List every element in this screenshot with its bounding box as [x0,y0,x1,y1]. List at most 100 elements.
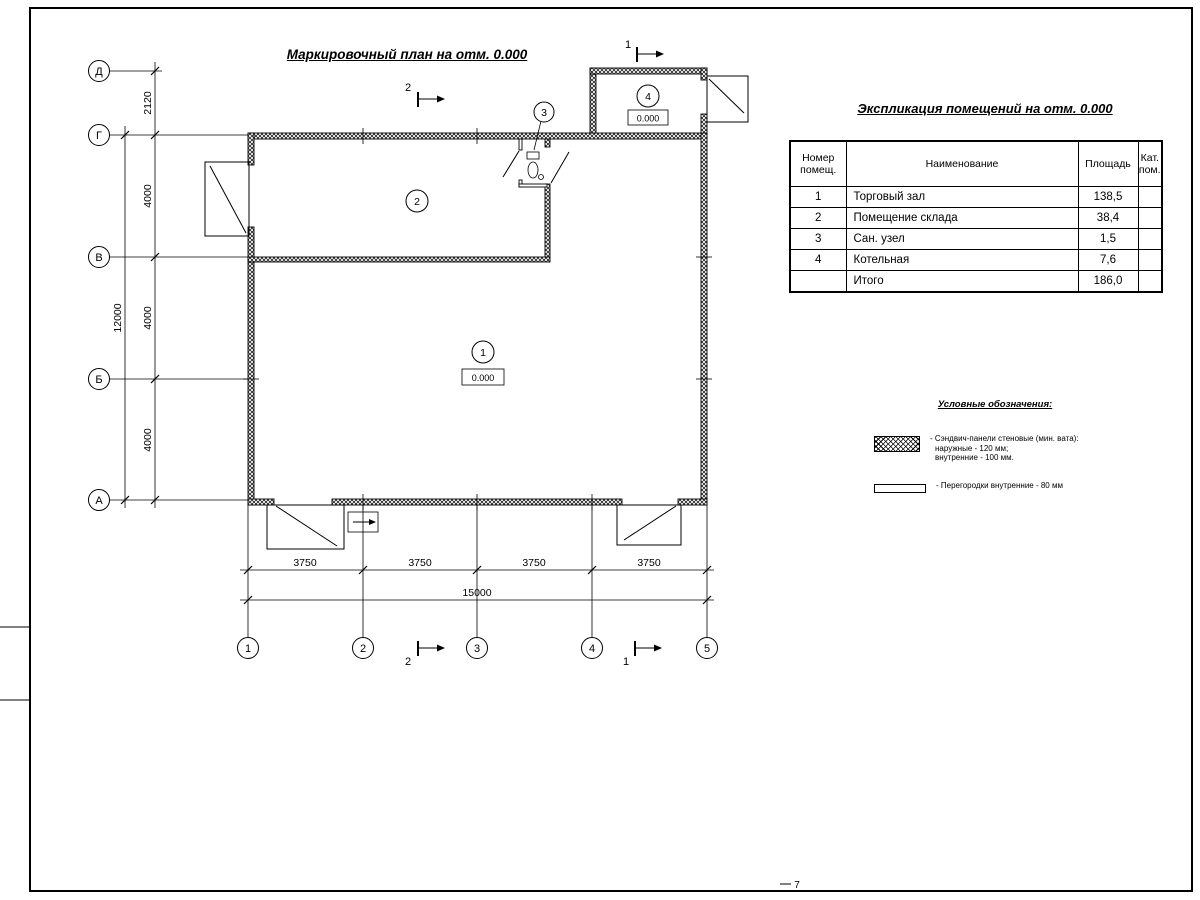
dim-4000-a: 4000 [142,184,154,208]
cell-category [1137,249,1163,271]
axis-label-v: В [95,252,102,264]
sink-fixture [538,174,544,180]
axis-lines-vertical [110,70,250,501]
sandwich-panel-swatch [874,436,920,452]
vestibule-left [204,161,250,237]
porch-bottom-left [266,504,345,550]
col-header-area: Площадь [1077,140,1139,187]
table-row: 2 Помещение склада 38,4 [789,207,1163,229]
legend-line: наружные - 120 мм; [935,443,1009,453]
dim-3750-a: 3750 [293,557,317,569]
col-header-name: Наименование [845,140,1079,187]
wall-bottom-a [247,498,275,506]
section-1-bottom: 1 [623,656,629,668]
cell-category [1137,207,1163,229]
legend-title: Условные обозначения: [937,399,1053,410]
room1-elevation-box [461,368,505,386]
sheet-number: 7 [794,880,800,891]
room-number-texts: 2 3 1 4 0.000 0.000 [414,91,659,383]
cell-area: 138,5 [1077,186,1139,208]
cell-area: 38,4 [1077,207,1139,229]
cell-name: Котельная [845,249,1079,271]
cell-total-area: 186,0 [1077,270,1139,293]
axis-bubbles-horizontal [237,637,718,659]
legend-line: - Сэндвич-панели стеновые (мин. вата): [930,434,1079,443]
wall-left-upper [247,132,255,166]
section-2-bottom: 2 [405,656,411,668]
cell-number: 2 [789,207,847,229]
dim-15000: 15000 [462,587,491,599]
dim-4000-b: 4000 [142,306,154,330]
table-row: 1 Торговый зал 138,5 [789,186,1163,208]
door-leaf-boiler [708,78,745,114]
section-2-top: 2 [405,82,411,94]
axis-labels-horizontal: 1 2 3 4 5 [245,643,710,655]
table-row-total: Итого 186,0 [789,270,1163,293]
table-row: 3 Сан. узел 1,5 [789,228,1163,250]
table-row: 4 Котельная 7,6 [789,249,1163,271]
legend-line: - Перегородки внутренние - 80 мм [936,481,1063,490]
extension-lines-horizontal [247,505,708,637]
room1-bubble [471,340,495,364]
partition-swatch [874,484,926,493]
porch-bottom-right [616,504,682,546]
room3-bubble [533,101,555,123]
cell-category [1137,186,1163,208]
legend-line: внутренние - 100 мм. [935,453,1014,462]
col-header-category: Кат. пом. [1137,140,1163,187]
cell-number: 4 [789,249,847,271]
door-leaf-bottom-left [275,505,338,547]
landing-boiler [706,75,749,123]
partitions-thin [518,138,548,188]
room-markers [405,84,669,386]
cell-category [1137,228,1163,250]
room4-elevation-box [627,109,669,126]
entrance-arrow-symbol [347,511,379,533]
dim-2120: 2120 [142,91,154,115]
axis-label-4: 4 [589,643,595,655]
dim-3750-c: 3750 [522,557,546,569]
room4-number: 4 [645,91,651,103]
legend-text: - Сэндвич-панели стеновые (мин. вата): н… [930,434,1079,463]
wall-top [247,132,708,140]
boiler-wall-left [589,67,597,134]
axis-label-g: Г [96,130,102,142]
cell-number [789,270,847,293]
dim-12000: 12000 [112,303,124,332]
dimension-chain-horizontal [240,565,714,605]
room2-number: 2 [414,196,420,208]
legend-item-sandwich-panels: - Сэндвич-панели стеновые (мин. вата): н… [874,434,1079,463]
cell-name: Сан. узел [845,228,1079,250]
boiler-wall-right-a [700,67,708,81]
cell-area: 7,6 [1077,249,1139,271]
axis-label-a: А [95,495,103,507]
col-header-number: Номер помещ. [789,140,847,187]
axis-label-5: 5 [704,643,710,655]
door-leaf-storage [550,151,570,184]
dim-3750-b: 3750 [408,557,432,569]
dimension-texts: 2120 4000 4000 4000 12000 3750 3750 3750… [112,91,661,599]
room3-leader-line [533,120,542,151]
boiler-wall-top [589,67,708,75]
sheet-frame [0,7,1193,892]
cell-category [1137,270,1163,293]
room4-bubble [636,84,660,108]
wall-ticks [243,128,712,510]
wall-right [700,132,708,506]
section-markers [417,47,664,656]
axis-label-b: Б [95,374,102,386]
room-schedule-table: Номер помещ. Наименование Площадь Кат. п… [789,140,1163,293]
walls [247,67,708,506]
wall-left-lower [247,226,255,506]
legend-text: - Перегородки внутренние - 80 мм [936,481,1063,493]
dim-4000-c: 4000 [142,428,154,452]
axis-labels-vertical: Д Г В Б А [95,66,103,507]
cell-name: Торговый зал [845,186,1079,208]
legend-item-partitions: - Перегородки внутренние - 80 мм [874,481,1063,493]
schedule-title: Экспликация помещений на отм. 0.000 [857,101,1113,116]
partition-vertical-a [544,138,551,148]
dim-3750-d: 3750 [637,557,661,569]
partition-vertical-b [544,183,551,258]
